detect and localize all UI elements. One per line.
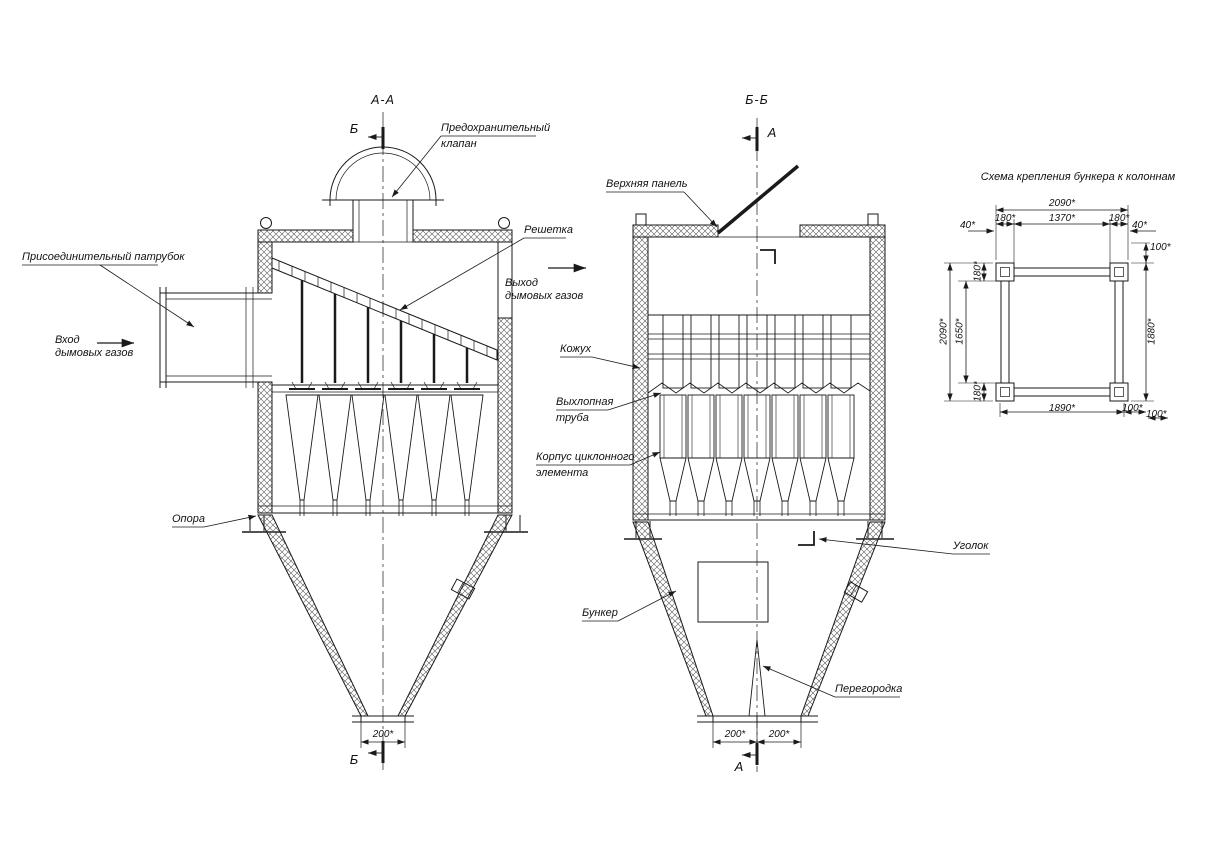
label-hopper: Бункер bbox=[582, 607, 618, 619]
view-aa-geometry bbox=[22, 112, 586, 770]
label-safety-valve-line2: клапан bbox=[441, 138, 477, 150]
angle-bracket bbox=[798, 531, 815, 546]
dim-bottom-overall: 1890* bbox=[1048, 403, 1076, 414]
hopper-hatch bbox=[697, 561, 769, 623]
tube-plate-zigzag bbox=[647, 382, 871, 394]
dim-offset-left: 40* bbox=[960, 220, 976, 231]
scheme-geometry bbox=[944, 205, 1168, 421]
label-top-panel: Верхняя панель bbox=[606, 178, 688, 190]
view-aa-title: А-А bbox=[371, 93, 395, 107]
dim-bb-outlet-right: 200* bbox=[768, 729, 790, 740]
partition-plate bbox=[748, 639, 766, 717]
view-bb-title: Б-Б bbox=[745, 93, 769, 107]
section-letter-b-bottom: Б bbox=[349, 752, 359, 767]
exhaust-tubes bbox=[662, 314, 852, 389]
label-inlet-line1: Вход bbox=[55, 334, 80, 346]
label-support: Опора bbox=[172, 513, 205, 525]
label-angle: Уголок bbox=[953, 540, 989, 552]
frame-beams bbox=[1000, 267, 1124, 397]
label-outlet-line1: Выход bbox=[505, 277, 539, 289]
open-top-panel bbox=[716, 164, 800, 235]
lifting-lug bbox=[867, 213, 879, 226]
label-cyclone-body-line2: элемента bbox=[536, 467, 589, 479]
vibrator-device bbox=[843, 581, 869, 603]
dim-left-seg-bottom: 180* bbox=[972, 381, 984, 402]
columns bbox=[995, 262, 1129, 402]
leaders-bb bbox=[536, 191, 990, 698]
detail-mark bbox=[760, 249, 776, 264]
dim-right-top: 100* bbox=[1150, 242, 1171, 253]
label-connection-pipe: Присоединительный патрубок bbox=[22, 251, 185, 263]
dim-bb-outlet-left: 200* bbox=[724, 729, 746, 740]
label-inlet-line2: дымовых газов bbox=[55, 347, 134, 359]
dimension-lines bbox=[947, 207, 1168, 421]
dim-right-overall: 1880* bbox=[1146, 318, 1158, 345]
lifting-lug bbox=[260, 217, 272, 229]
label-casing: Кожух bbox=[560, 343, 592, 355]
label-cyclone-body-line1: Корпус циклонного bbox=[536, 451, 635, 463]
label-exhaust-pipe-line2: труба bbox=[556, 412, 589, 424]
element-tubes bbox=[300, 280, 469, 383]
dim-top-mid-seg: 1370* bbox=[1048, 213, 1076, 224]
vibrator-device bbox=[450, 578, 476, 600]
louver-grate bbox=[271, 257, 498, 361]
leaders-aa bbox=[22, 135, 566, 528]
dim-bottom-right-2: 100* bbox=[1146, 409, 1167, 420]
label-exhaust-pipe-line1: Выхлопная bbox=[556, 396, 614, 408]
dim-bottom-right-1: 100* bbox=[1122, 403, 1143, 414]
scheme-title: Схема крепления бункера к колоннам bbox=[980, 171, 1176, 183]
dim-top-right-seg: 180* bbox=[1108, 213, 1130, 224]
section-letter-b-top: Б bbox=[349, 121, 359, 136]
label-safety-valve-line1: Предохранительный bbox=[441, 122, 551, 134]
inlet-duct bbox=[159, 287, 272, 388]
cyclone-cones bbox=[285, 381, 484, 517]
lifting-lug bbox=[498, 217, 510, 229]
dim-top-left-seg: 180* bbox=[994, 213, 1016, 224]
dim-left-inner: 1650* bbox=[954, 318, 966, 345]
section-letter-a-top: А bbox=[767, 125, 777, 140]
dim-top-overall: 2090* bbox=[1048, 198, 1076, 209]
label-grate: Решетка bbox=[524, 224, 573, 236]
dim-aa-outlet-width: 200* bbox=[372, 729, 394, 740]
lifting-lug bbox=[635, 213, 647, 226]
dim-offset-right: 40* bbox=[1132, 220, 1148, 231]
dim-left-seg-top: 180* bbox=[972, 261, 984, 282]
label-partition: Перегородка bbox=[835, 683, 903, 695]
section-letter-a-bottom: А bbox=[734, 759, 744, 774]
hopper-bb bbox=[632, 521, 886, 723]
view-bb-geometry bbox=[536, 118, 990, 772]
hopper-aa bbox=[257, 514, 513, 723]
dim-left-overall: 2090* bbox=[938, 318, 950, 345]
label-outlet-line2: дымовых газов bbox=[505, 290, 584, 302]
